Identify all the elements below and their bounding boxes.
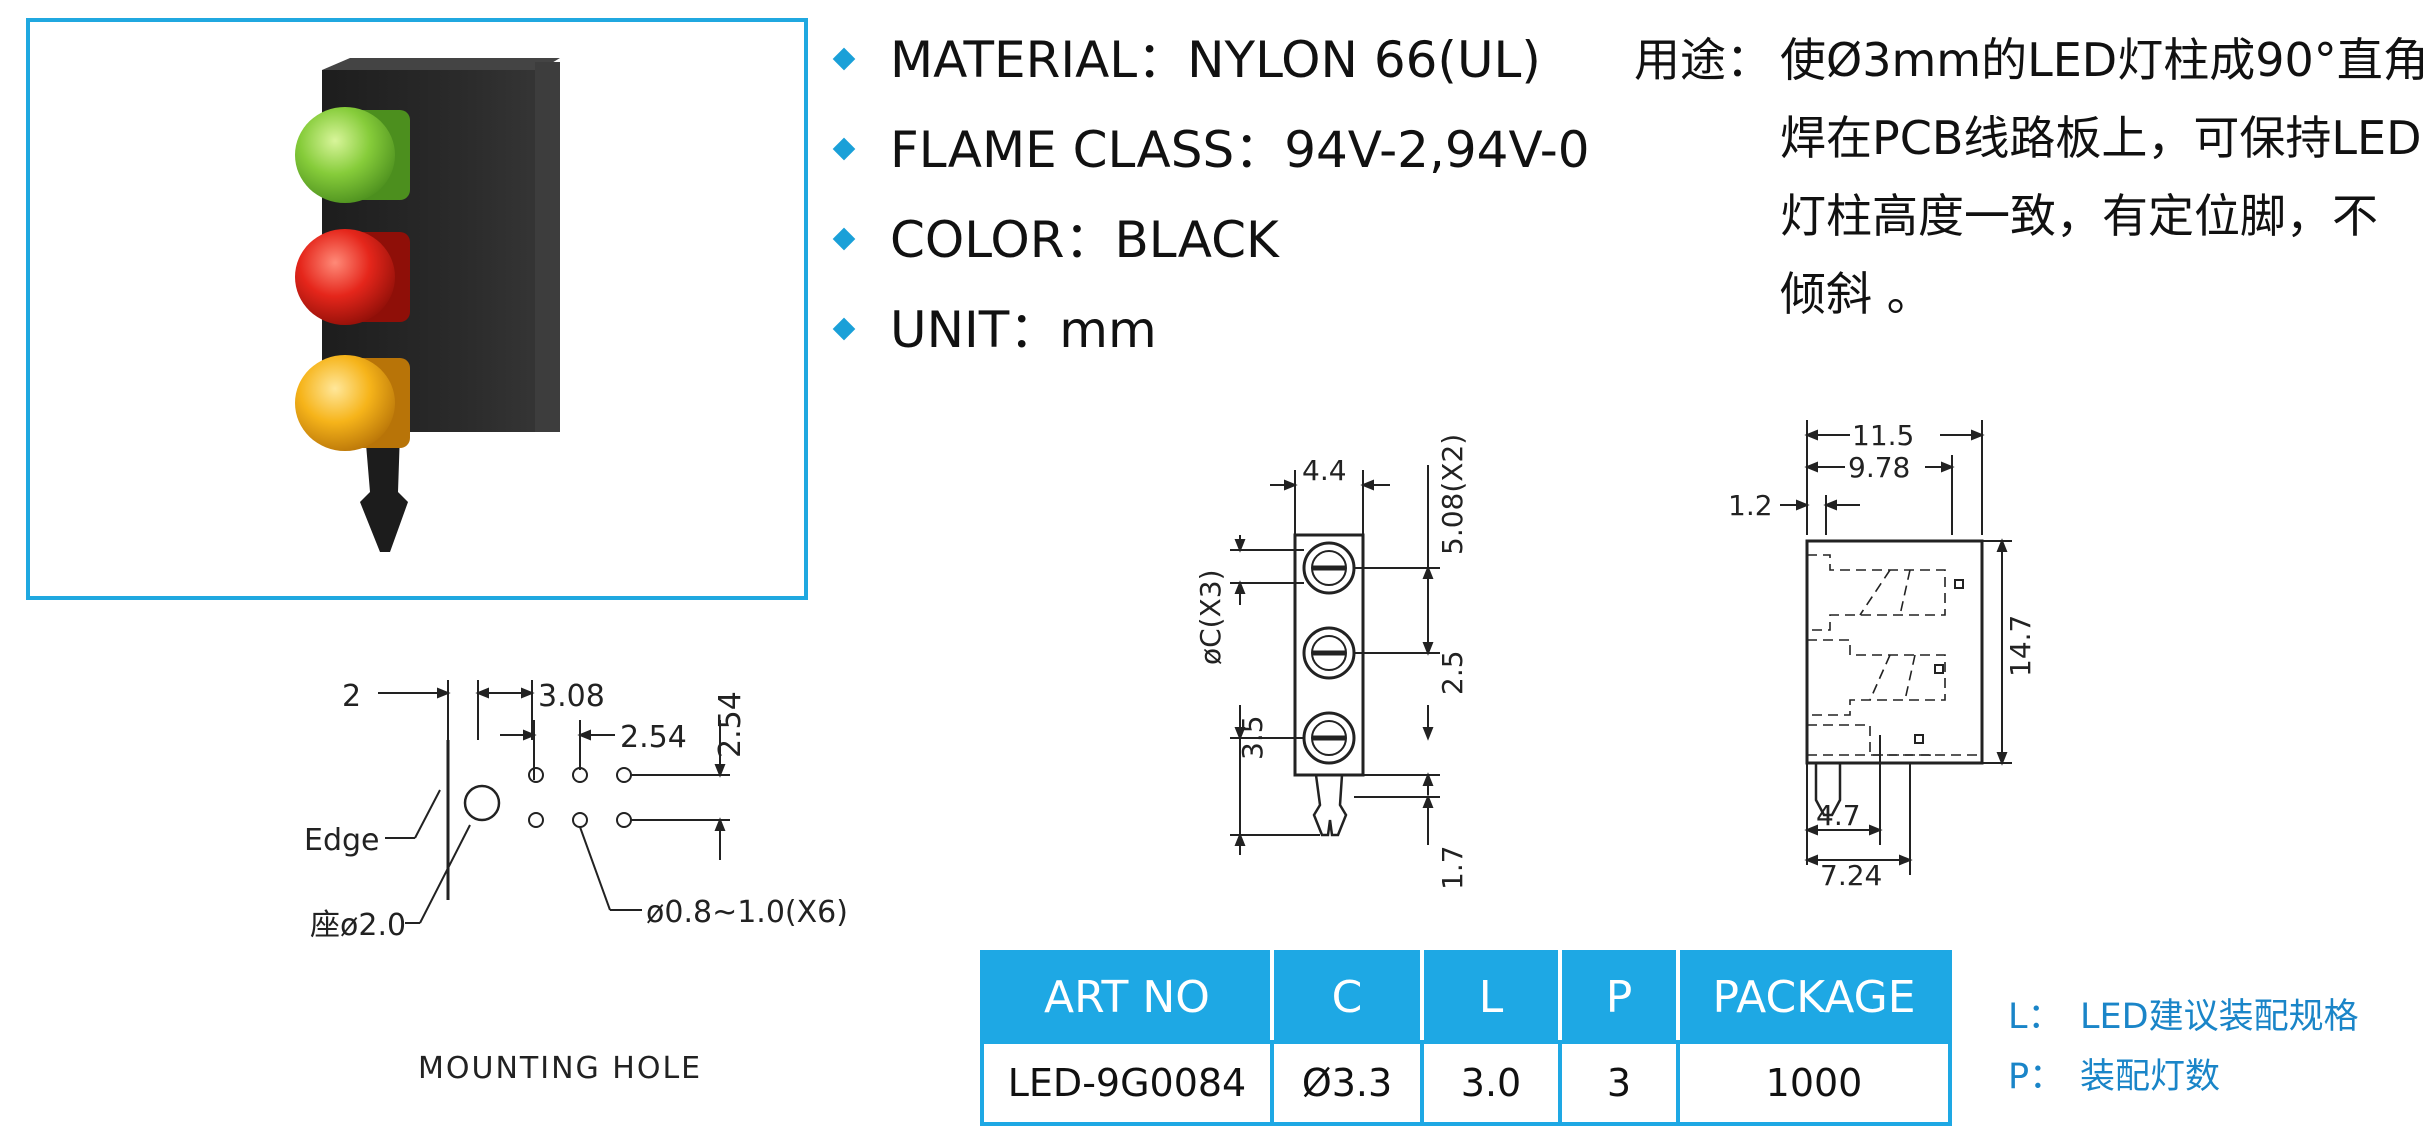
led-holder-photo bbox=[295, 58, 560, 552]
yellow-led bbox=[295, 355, 410, 451]
edge-label: Edge bbox=[304, 823, 380, 858]
diamond-bullet-icon bbox=[832, 227, 856, 250]
header-l: L bbox=[1420, 950, 1562, 1044]
header-c: C bbox=[1270, 950, 1424, 1044]
cell-l: 3.0 bbox=[1420, 1040, 1562, 1126]
side-dim-724: 7.24 bbox=[1820, 859, 1882, 892]
cell-package: 1000 bbox=[1676, 1040, 1952, 1126]
red-led bbox=[295, 229, 410, 325]
cell-art-no: LED-9G0084 bbox=[980, 1040, 1274, 1126]
usage-label: 用途： bbox=[1634, 33, 1772, 87]
table-row: LED-9G0084 Ø3.3 3.0 3 1000 bbox=[980, 1040, 1952, 1126]
spec-flame-class: FLAME CLASS：94V-2,94V-0 bbox=[832, 120, 1590, 180]
mounting-caption: MOUNTING HOLE bbox=[418, 1051, 702, 1086]
seat-label: 座ø2.0 bbox=[310, 908, 406, 943]
product-photo-frame bbox=[26, 18, 808, 600]
usage-line-1: 使Ø3mm的LED灯柱成90°直角 bbox=[1780, 33, 2429, 87]
cell-c: Ø3.3 bbox=[1270, 1040, 1424, 1126]
cell-p: 3 bbox=[1558, 1040, 1680, 1126]
mount-dim-308: 3.08 bbox=[538, 679, 605, 714]
spec-material: MATERIAL：NYLON 66(UL) bbox=[832, 30, 1541, 90]
front-dim-35: 3.5 bbox=[1236, 715, 1269, 760]
diamond-bullet-icon bbox=[832, 137, 856, 160]
side-view-drawing: 11.5 9.78 1.2 14.7 4.7 7.24 bbox=[1728, 419, 2037, 892]
mounting-hole-drawing: 2 3.08 2.54 2.54 Edge 座ø2.0 ø0.8~1.0(X6)… bbox=[304, 679, 848, 1086]
front-dim-17: 1.7 bbox=[1436, 845, 1469, 890]
green-led bbox=[295, 107, 410, 203]
spec-table: ART NO C L P PACKAGE LED-9G0084 Ø3.3 3.0… bbox=[980, 950, 1952, 1126]
front-view-drawing: 4.4 5.08(X2) øC(X3) 2.5 3.5 1.7 bbox=[1194, 434, 1469, 890]
holder-top bbox=[322, 58, 560, 70]
spec-unit: UNIT：mm bbox=[832, 300, 1157, 360]
legend-l: L：LED建议装配规格 bbox=[2008, 997, 2359, 1037]
legend-p: P：装配灯数 bbox=[2008, 1057, 2221, 1097]
mount-dim-2: 2 bbox=[342, 679, 361, 714]
side-dim-47: 4.7 bbox=[1816, 799, 1861, 832]
usage-line-4: 倾斜 。 bbox=[1780, 267, 1933, 321]
mount-dim-254h: 2.54 bbox=[620, 720, 687, 755]
side-dim-147: 14.7 bbox=[2004, 615, 2037, 677]
holes-label: ø0.8~1.0(X6) bbox=[646, 895, 848, 930]
front-dim-c: øC(X3) bbox=[1194, 569, 1227, 665]
table-header-row: ART NO C L P PACKAGE bbox=[980, 950, 1952, 1044]
header-art-no: ART NO bbox=[980, 950, 1274, 1044]
diamond-bullet-icon bbox=[832, 47, 856, 70]
usage-line-2: 焊在PCB线路板上，可保持LED bbox=[1780, 111, 2422, 165]
front-dim-25: 2.5 bbox=[1436, 650, 1469, 695]
side-dim-12: 1.2 bbox=[1728, 489, 1773, 522]
front-dim-508: 5.08(X2) bbox=[1436, 434, 1469, 555]
side-dim-978: 9.78 bbox=[1848, 451, 1910, 484]
spec-color: COLOR：BLACK bbox=[832, 210, 1279, 270]
header-package: PACKAGE bbox=[1676, 950, 1952, 1044]
mount-dim-254v: 2.54 bbox=[713, 691, 748, 758]
usage-line-3: 灯柱高度一致，有定位脚，不 bbox=[1780, 189, 2378, 243]
diamond-bullet-icon bbox=[832, 317, 856, 340]
locating-pin bbox=[360, 432, 408, 552]
header-p: P bbox=[1558, 950, 1680, 1044]
side-dim-115: 11.5 bbox=[1852, 419, 1914, 452]
front-dim-44: 4.4 bbox=[1302, 454, 1347, 487]
